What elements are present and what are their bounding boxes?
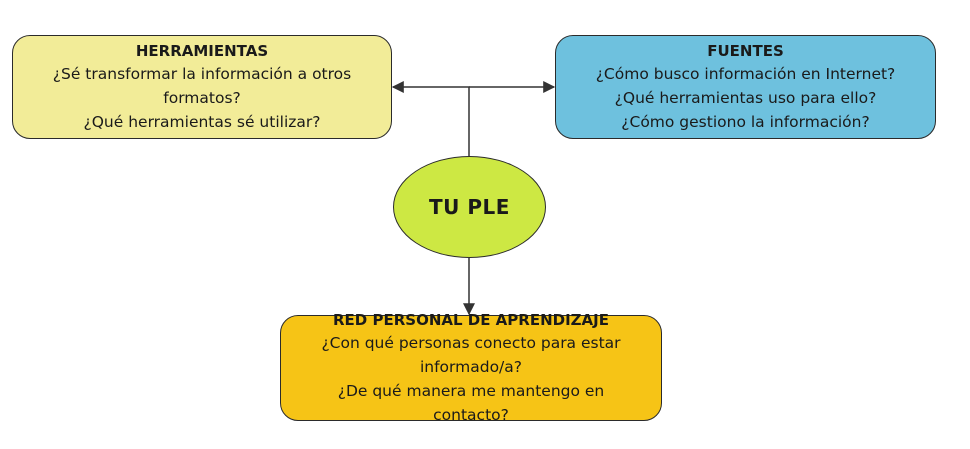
- red-personal-question-1-cont: informado/a?: [419, 358, 523, 376]
- red-personal-question-1: ¿Con qué personas conecto para estar: [321, 334, 621, 352]
- red-personal-title: RED PERSONAL DE APRENDIZAJE: [333, 311, 609, 329]
- fuentes-box: FUENTES ¿Cómo busco información en Inter…: [555, 35, 936, 139]
- connector-to-herramientas: [391, 81, 470, 156]
- red-personal-question-2: ¿De qué manera me mantengo en contacto?: [337, 382, 605, 424]
- tu-ple-label: TU PLE: [429, 195, 510, 219]
- red-personal-box: RED PERSONAL DE APRENDIZAJE ¿Con qué per…: [280, 311, 662, 424]
- herramientas-title: HERRAMIENTAS: [135, 42, 269, 60]
- fuentes-question-1: ¿Cómo busco información en Internet?: [595, 65, 896, 83]
- fuentes-question-3: ¿Cómo gestiono la información?: [621, 113, 870, 131]
- fuentes-question-2: ¿Qué herramientas uso para ello?: [614, 89, 877, 107]
- herramientas-question-2: ¿Qué herramientas sé utilizar?: [83, 113, 321, 131]
- fuentes-title: FUENTES: [707, 42, 784, 60]
- herramientas-question-1: ¿Sé transformar la información a otros: [52, 65, 352, 83]
- tu-ple-node: TU PLE: [393, 156, 546, 258]
- herramientas-question-1-cont: formatos?: [163, 89, 241, 107]
- herramientas-box: HERRAMIENTAS ¿Sé transformar la informac…: [12, 35, 392, 139]
